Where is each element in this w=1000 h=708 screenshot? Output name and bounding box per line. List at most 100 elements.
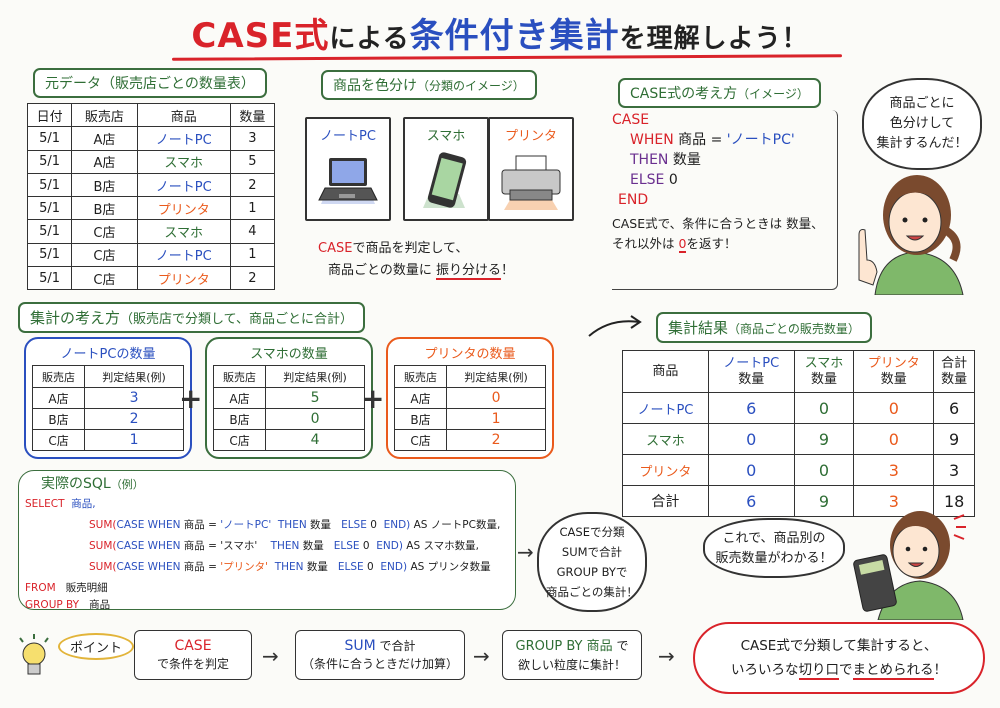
note-case-keyword: CASE: [318, 241, 353, 256]
table-header-row: 日付 販売店 商品 数量: [26, 102, 276, 128]
sql-line-select: SELECT 商品,: [25, 494, 96, 515]
color-coding-subtitle: （分類のイメージ）: [417, 79, 525, 93]
sql-condition: 商品 =: [183, 561, 217, 573]
sql-alias: AS ノートPC数量,: [413, 519, 501, 531]
title-case: CASE式: [191, 16, 330, 56]
header-text: 数量: [738, 371, 765, 387]
col-header-result: 判定結果(例): [265, 365, 365, 388]
sql-column: 数量: [302, 540, 324, 552]
cell-qty: 2: [229, 266, 276, 291]
cell-laptop: 0: [707, 454, 795, 486]
arrow-icon: →: [517, 540, 534, 564]
sql-value: 'プリンタ': [220, 561, 269, 573]
sql-keyword: SUM(: [89, 540, 117, 552]
sql-table: 販売明細: [65, 582, 108, 594]
col-header-store: 販売店: [31, 365, 86, 388]
case-explain-zero: 0: [678, 236, 687, 253]
cell-store: B店: [212, 408, 267, 430]
cell-store: B店: [393, 408, 448, 430]
product-name: スマホ: [426, 129, 466, 144]
cell-value: 5: [265, 387, 365, 409]
cell-smartphone: 9: [793, 485, 855, 517]
speech-line: 集計するんだ！: [876, 136, 968, 151]
header-text: 合計: [941, 355, 968, 371]
flow-step-group-by: GROUP BY 商品 で 欲しい粒度に集計！: [502, 630, 642, 680]
cell-date: 5/1: [26, 242, 73, 268]
aggregation-concept-title: 集計の考え方: [30, 309, 121, 327]
summary-line: CASEで分類: [559, 525, 625, 539]
row-label: ノートPC: [622, 392, 709, 424]
code-when-condition: 商品 =: [678, 132, 723, 148]
cell-qty: 2: [229, 172, 276, 198]
cell-value: 2: [446, 429, 546, 451]
cell-qty: 5: [229, 149, 276, 174]
col-header-total-qty: 合計数量: [933, 350, 975, 393]
result-subtitle: （商品ごとの販売数量）: [728, 322, 860, 336]
row-label: プリンタ: [622, 454, 709, 486]
conclusion-emphasis: まとめられる: [852, 662, 934, 680]
sql-title: 実際のSQL（例）: [41, 473, 144, 493]
speech-bubble-bottom: これで、商品別の 販売数量がわかる！: [703, 518, 845, 578]
conclusion-text: ！: [933, 662, 948, 678]
result-title: 集計結果: [668, 319, 729, 337]
sql-keyword: ELSE: [337, 561, 364, 573]
cell-value: 2: [84, 408, 184, 430]
product-name: ノートPC: [320, 129, 376, 144]
header-text: プリンタ: [867, 355, 920, 371]
printer-icon: [501, 155, 561, 210]
cell-value: 1: [446, 408, 546, 430]
sql-column: 商品: [89, 599, 111, 611]
cell-product: プリンタ: [136, 196, 231, 221]
sql-value: 0: [370, 519, 377, 531]
flow-step-keyword: CASE: [174, 638, 212, 654]
header-text: スマホ: [804, 355, 844, 371]
speech-line: 商品ごとに: [889, 96, 955, 111]
col-header-printer-qty: プリンタ数量: [853, 350, 935, 393]
sql-example-box: 実際のSQL（例） SELECT 商品, SUM(CASE WHEN 商品 = …: [18, 470, 516, 611]
sql-value: 'ノートPC': [220, 519, 272, 531]
col-header-result: 判定結果(例): [84, 365, 184, 388]
case-concept-title: CASE式の考え方: [630, 86, 738, 102]
cell-date: 5/1: [26, 126, 73, 151]
smartphone-icon: [423, 152, 467, 208]
cell-total: 9: [933, 423, 975, 455]
cell-store: C店: [31, 429, 86, 451]
note-line2c: ！: [501, 263, 515, 278]
sql-keyword: ELSE: [333, 540, 360, 552]
arrow-icon: →: [473, 644, 490, 668]
sql-keyword: SUM(: [89, 561, 117, 573]
col-header-date: 日付: [26, 102, 73, 128]
cell-smartphone: 0: [793, 454, 855, 486]
girl-pointing-illustration: [858, 175, 964, 295]
cell-date: 5/1: [26, 266, 73, 291]
sql-keyword: SELECT: [25, 498, 65, 510]
note-line1: で商品を判定して、: [352, 241, 469, 256]
sql-line-sum-printer: SUM(CASE WHEN 商品 = 'プリンタ' THEN 数量 ELSE 0…: [89, 557, 491, 578]
product-name: プリンタ: [504, 129, 557, 144]
speech-line: 色分けして: [889, 116, 955, 131]
cell-store: C店: [71, 242, 138, 268]
cell-store: C店: [71, 266, 138, 291]
cell-store: A店: [31, 387, 86, 409]
cell-printer: 0: [853, 423, 935, 455]
sql-keyword: END): [376, 540, 403, 552]
sql-keyword: END): [383, 519, 411, 531]
cell-product: スマホ: [136, 219, 231, 244]
conclusion-cloud: CASE式で分類して集計すると、 いろいろな切り口でまとめられる！: [693, 622, 985, 694]
sql-condition: 商品 =: [183, 540, 217, 552]
sql-keyword: CASE WHEN: [116, 561, 181, 573]
girl-calculator-illustration: [853, 511, 966, 620]
case-explain-line2a: それ以外は: [612, 236, 675, 251]
cell-value: 0: [265, 408, 365, 430]
sql-keyword: CASE WHEN: [116, 540, 181, 552]
col-header-store: 販売店: [71, 102, 138, 128]
case-explain-line2b: を返す！: [686, 236, 737, 251]
